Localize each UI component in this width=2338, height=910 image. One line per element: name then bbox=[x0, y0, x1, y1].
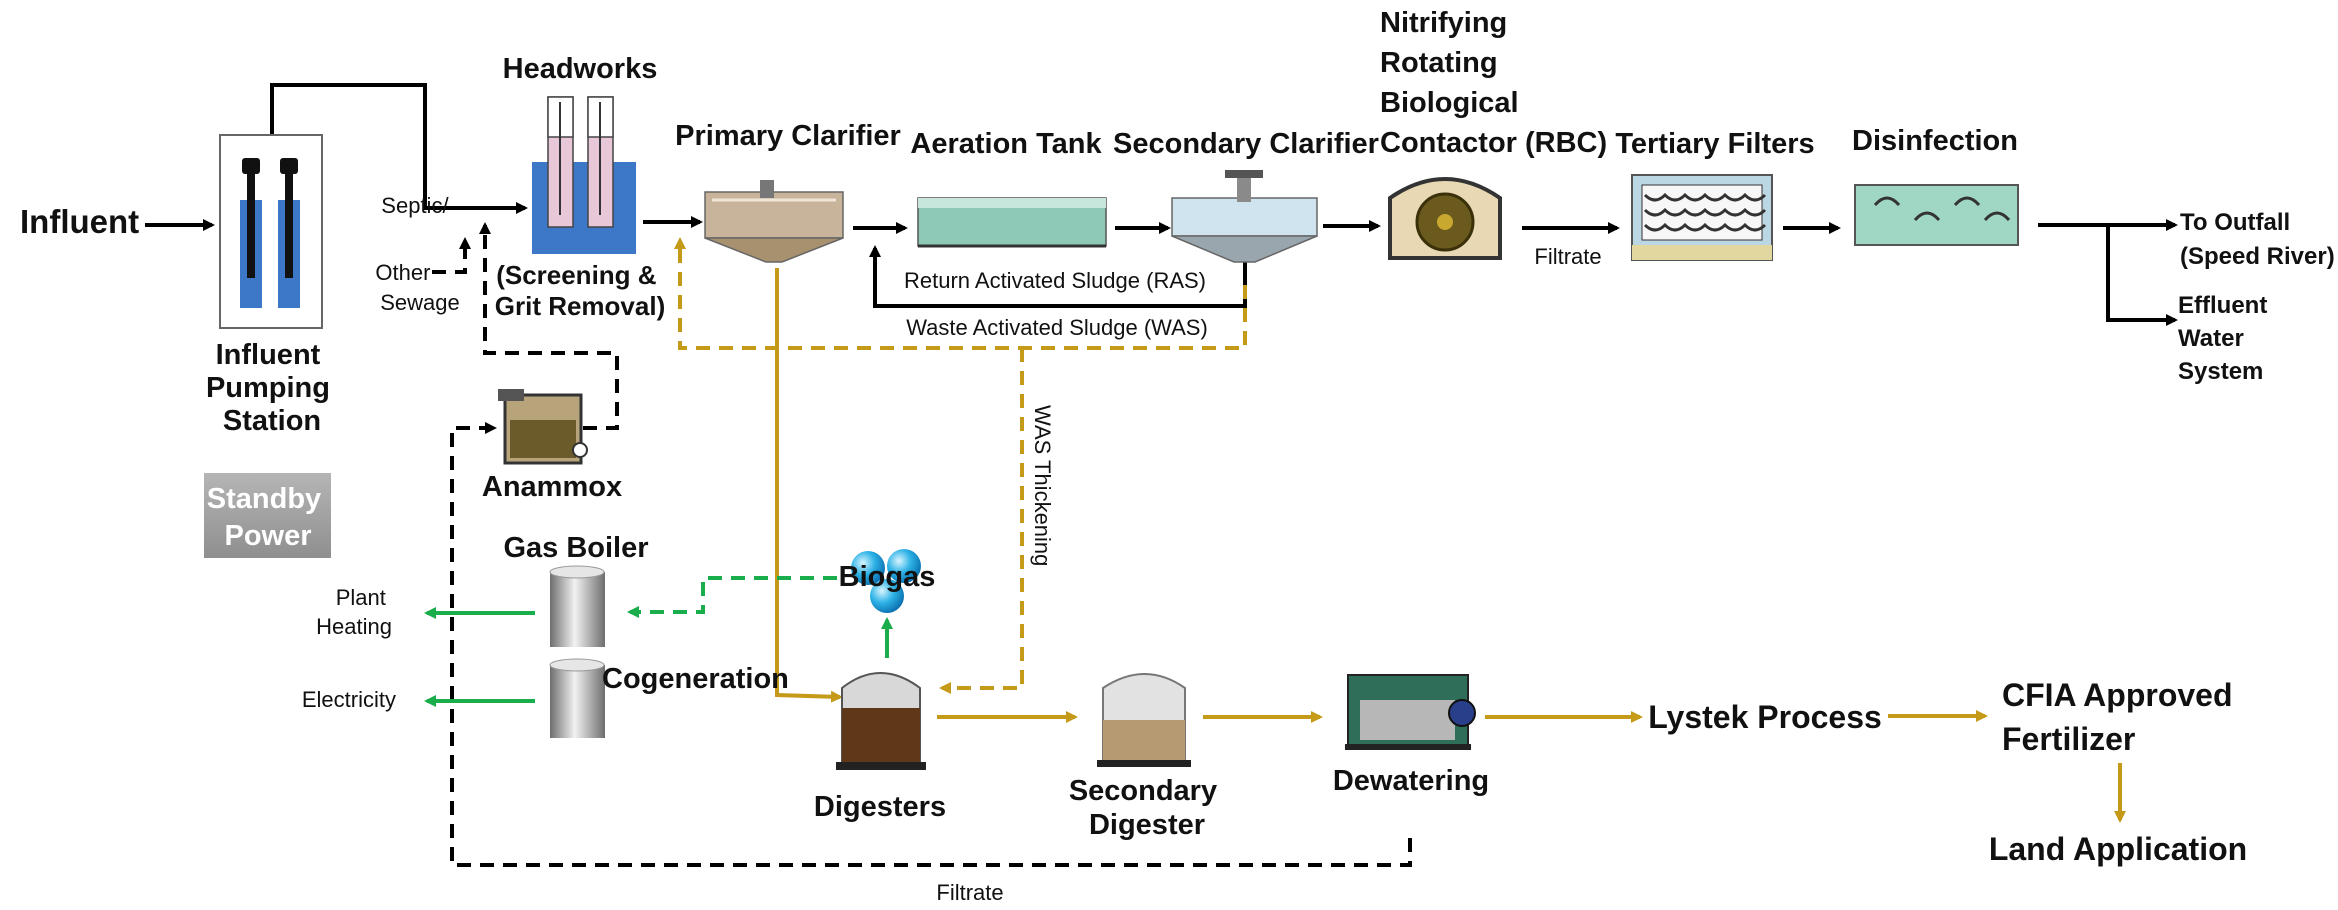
standby-power-box bbox=[204, 473, 331, 558]
secondary-digester-icon bbox=[1097, 673, 1191, 767]
filtrate-bottom-label: Filtrate bbox=[936, 880, 1003, 905]
biogas-bubbles-icon bbox=[851, 549, 921, 613]
digesters-label: Digesters bbox=[814, 791, 946, 823]
plant-heating-label: Plant Heating bbox=[316, 585, 392, 639]
rbc-label: Nitrifying Rotating Biological Contactor… bbox=[1380, 7, 1607, 159]
secondary-clarifier-icon bbox=[1171, 170, 1318, 263]
gas-boiler-icon bbox=[549, 565, 605, 647]
cogeneration-icon bbox=[549, 658, 605, 738]
main-process-flow bbox=[145, 83, 2178, 326]
electricity-label: Electricity bbox=[302, 687, 396, 712]
headworks-label: Headworks bbox=[503, 53, 658, 85]
biogas-label: Biogas bbox=[839, 561, 936, 593]
secondary-clarifier-label: Secondary Clarifier bbox=[1113, 128, 1379, 160]
dewatering-label: Dewatering bbox=[1333, 765, 1489, 797]
disinfection-icon bbox=[1854, 184, 2019, 246]
digesters-icon bbox=[836, 672, 926, 770]
tertiary-filters-icon bbox=[1631, 174, 1773, 261]
gas-energy-flow bbox=[424, 607, 893, 707]
dewatering-icon bbox=[1345, 674, 1476, 750]
rbc-icon bbox=[1388, 177, 1502, 260]
aeration-tank-label: Aeration Tank bbox=[910, 128, 1102, 160]
ras-label: Return Activated Sludge (RAS) bbox=[904, 268, 1206, 293]
anammox-icon bbox=[498, 389, 588, 465]
cfia-fertilizer-label: CFIA Approved Fertilizer bbox=[2002, 677, 2241, 757]
lystek-label: Lystek Process bbox=[1648, 699, 1882, 735]
standby-power-label: Standby Power bbox=[207, 483, 329, 552]
headworks-sub-label: (Screening & Grit Removal) bbox=[495, 260, 666, 321]
biogas-to-boiler-line bbox=[627, 576, 837, 618]
effluent-label: Effluent Water System bbox=[2178, 292, 2274, 385]
pumping-station-label: Influent Pumping Station bbox=[206, 339, 338, 437]
was-dashed-flow bbox=[674, 237, 1247, 694]
headworks-icon bbox=[532, 96, 636, 254]
gas-boiler-label: Gas Boiler bbox=[503, 532, 648, 564]
outfall-label: To Outfall (Speed River) bbox=[2180, 209, 2335, 270]
secondary-digester-label: Secondary Digester bbox=[1069, 775, 1225, 841]
disinfection-label: Disinfection bbox=[1852, 125, 2018, 157]
tertiary-filters-label: Tertiary Filters bbox=[1615, 128, 1814, 160]
influent-label: Influent bbox=[20, 203, 139, 240]
pumping-station-icon bbox=[219, 134, 323, 329]
dashed-return-flow bbox=[432, 222, 1412, 867]
aeration-tank-icon bbox=[917, 197, 1107, 248]
filtrate-top-label: Filtrate bbox=[1534, 244, 1601, 269]
cogeneration-label: Cogeneration bbox=[602, 663, 789, 695]
was-thickening-label: WAS Thickening bbox=[1030, 405, 1055, 566]
primary-clarifier-label: Primary Clarifier bbox=[675, 120, 901, 152]
sludge-flow bbox=[775, 268, 2126, 823]
septic-label: Septic/ Other Sewage bbox=[375, 193, 459, 315]
was-label: Waste Activated Sludge (WAS) bbox=[906, 315, 1208, 340]
land-application-label: Land Application bbox=[1989, 831, 2247, 867]
primary-clarifier-icon bbox=[704, 180, 844, 263]
anammox-label: Anammox bbox=[482, 471, 622, 503]
